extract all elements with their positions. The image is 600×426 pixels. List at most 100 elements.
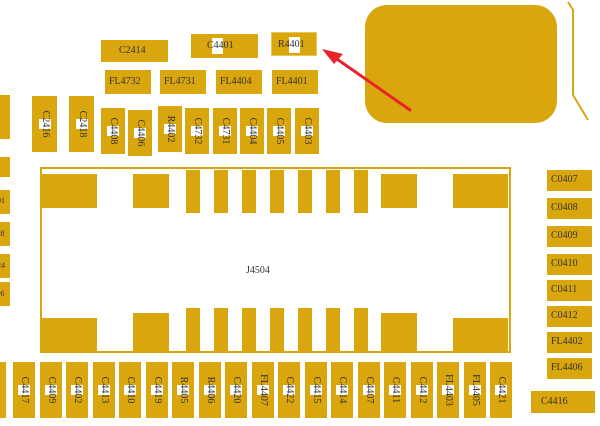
component-fl4407: FL4407 xyxy=(251,362,274,418)
pad-gap xyxy=(177,385,189,395)
label-fl4406: FL4406 xyxy=(551,362,583,373)
pad-gap xyxy=(415,385,428,395)
connector-label: J4504 xyxy=(246,265,270,276)
pad-gap xyxy=(301,126,313,136)
connector-pin-top xyxy=(186,170,200,213)
left-edge-part-0 xyxy=(0,95,10,139)
component-c4419: C4419 xyxy=(145,362,168,418)
component-r4402: R4402 xyxy=(158,106,182,152)
component-c4405: C4405 xyxy=(267,108,291,154)
label-c4401: C4401 xyxy=(207,40,234,51)
label-left-01: 01 xyxy=(0,196,5,205)
pad-gap xyxy=(283,385,295,395)
pad-gap xyxy=(256,385,269,395)
large-rounded-component xyxy=(365,5,557,123)
component-c2416: C2416 xyxy=(32,96,57,152)
connector-side-pad-bottom-left xyxy=(133,313,169,351)
connector-pin-top xyxy=(242,170,256,213)
component-c4406: C4406 xyxy=(128,110,152,156)
connector-anchor-pad-top-right xyxy=(453,174,508,208)
label-left-24: 24 xyxy=(0,261,5,270)
component-c4404: C4404 xyxy=(240,108,264,154)
pad-gap xyxy=(97,385,110,395)
component-c4415: C4415 xyxy=(304,362,327,418)
connector-anchor-pad-bottom-right xyxy=(453,318,508,352)
connector-side-pad-top-right xyxy=(381,174,417,208)
connector-side-pad-bottom-right xyxy=(381,313,417,351)
label-fl4401: FL4401 xyxy=(276,76,308,87)
label-fl4732: FL4732 xyxy=(109,76,141,87)
component-c4408: C4408 xyxy=(101,108,125,154)
component-r4405: R4405 xyxy=(172,362,194,418)
component-fl4403: FL4403 xyxy=(437,362,459,418)
pad-gap xyxy=(75,119,88,129)
left-edge-part-3: c8 xyxy=(0,222,10,246)
pad-gap xyxy=(309,385,322,395)
pad-gap xyxy=(468,385,481,395)
pad-gap xyxy=(362,385,375,395)
component-fl4731: FL4731 xyxy=(160,70,206,94)
connector-pin-bottom xyxy=(326,308,340,353)
label-c2414: C2414 xyxy=(119,45,146,56)
component-c4401: C4401 xyxy=(191,34,258,58)
component-fl4401: FL4401 xyxy=(272,70,318,94)
component-c4417: C4417 xyxy=(13,362,35,418)
pad-gap xyxy=(495,385,507,395)
component-c4403: C4403 xyxy=(295,108,319,154)
label-c4416: C4416 xyxy=(541,396,568,407)
label-c0409: C0409 xyxy=(551,230,578,241)
pad-gap xyxy=(134,128,146,138)
pad-gap xyxy=(230,385,242,395)
pad-gap xyxy=(191,126,203,136)
component-c0407: C0407 xyxy=(547,170,592,191)
connector-pin-top xyxy=(354,170,368,213)
connector-pin-top xyxy=(270,170,284,213)
label-c0411: C0411 xyxy=(551,284,578,295)
component-c4410: C4410 xyxy=(119,362,141,418)
connector-pin-bottom xyxy=(186,308,200,353)
component-c4732: C4732 xyxy=(185,108,209,154)
label-fl4402: FL4402 xyxy=(551,336,583,347)
component-fl4404: FL4404 xyxy=(216,70,262,94)
pad-gap xyxy=(107,126,119,136)
connector-pin-bottom xyxy=(270,308,284,353)
label-c0408: C0408 xyxy=(551,202,578,213)
component-c0411: C0411 xyxy=(547,280,592,301)
component-c0412: C0412 xyxy=(547,306,592,327)
pad-gap xyxy=(246,126,258,136)
label-left-c6: c6 xyxy=(0,289,5,298)
component-c0410: C0410 xyxy=(547,254,592,275)
component-c4422: C4422 xyxy=(278,362,300,418)
label-fl4731: FL4731 xyxy=(164,76,196,87)
pad-gap xyxy=(164,124,176,134)
connector-pin-bottom xyxy=(242,308,256,353)
component-c0409: C0409 xyxy=(547,226,592,247)
connector-anchor-pad-bottom-left xyxy=(42,318,97,352)
left-edge-part-1 xyxy=(0,157,10,177)
connector-pin-top xyxy=(214,170,228,213)
component-c2418: C2418 xyxy=(69,96,94,152)
component-c4411: C4411 xyxy=(384,362,406,418)
connector-pin-bottom xyxy=(214,308,228,353)
component-fl4732: FL4732 xyxy=(105,70,151,94)
left-edge-part-5: c6 xyxy=(0,282,10,306)
component-c4414: C4414 xyxy=(331,362,353,418)
label-c0407: C0407 xyxy=(551,174,578,185)
component-c4402: C4402 xyxy=(66,362,88,418)
pad-gap xyxy=(203,385,216,395)
left-edge-part-2: 01 xyxy=(0,190,10,214)
component-fl4405: FL4405 xyxy=(463,362,486,418)
pad-gap xyxy=(442,385,454,395)
component-c4421: C4421 xyxy=(490,362,512,418)
component-c4407: C4407 xyxy=(357,362,380,418)
connector-pin-bottom xyxy=(354,308,368,353)
component-c4412: C4412 xyxy=(410,362,433,418)
pad-gap xyxy=(71,385,83,395)
connector-pin-bottom xyxy=(298,308,312,353)
component-fl4402: FL4402 xyxy=(547,332,592,353)
label-fl4404: FL4404 xyxy=(220,76,252,87)
component-c4413: C4413 xyxy=(92,362,115,418)
